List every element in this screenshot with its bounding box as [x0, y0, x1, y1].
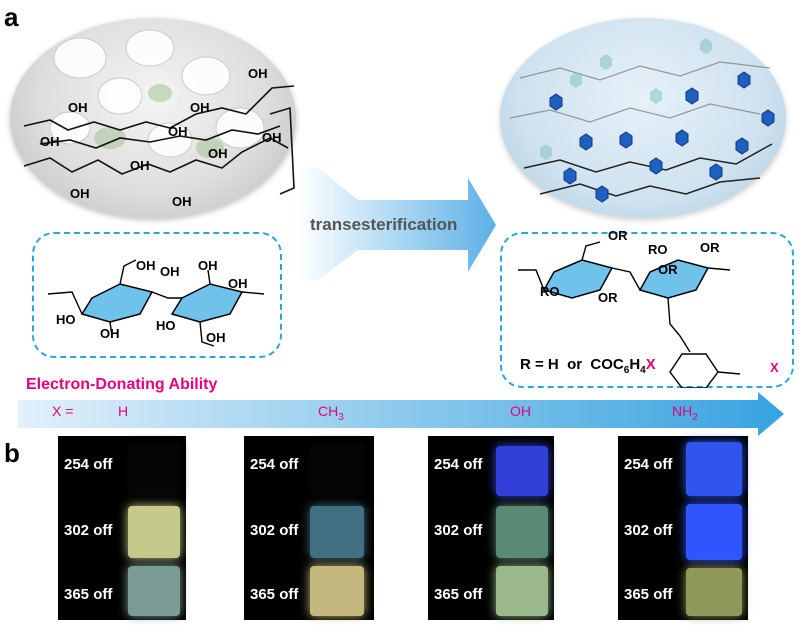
sample-label-365: 365 off [434, 586, 483, 603]
modified-structure-box [500, 232, 794, 388]
x-equals-label: X = [52, 403, 74, 419]
cellobiose-structure-graphic [47, 259, 265, 347]
oh-label: OH [190, 100, 210, 115]
oh-label: OH [168, 124, 188, 139]
group-nh2-text: NH [672, 403, 693, 419]
oh-label: OH [228, 276, 248, 291]
cellulose-chains-graphic [23, 29, 295, 195]
group-nh2-sub: 2 [692, 411, 698, 423]
emission-square-302 [686, 504, 742, 560]
group-oh: OH [510, 403, 531, 419]
or-label: OR [598, 290, 618, 305]
emission-square-254 [128, 444, 180, 496]
eda-gradient-arrow [18, 392, 784, 436]
ho-label: HO [156, 318, 176, 333]
cellulose-oval [10, 18, 296, 218]
oh-label: OH [248, 66, 268, 81]
modified-cellulose-oval [500, 18, 786, 218]
sample-label-254: 254 off [250, 456, 299, 473]
r-definition-sub2: 4 [640, 365, 646, 376]
or-label: OR [658, 262, 678, 277]
sample-label-254: 254 off [434, 456, 483, 473]
sample-label-302: 302 off [624, 522, 673, 539]
group-h: H [118, 403, 128, 419]
sample-label-365: 365 off [624, 586, 673, 603]
emission-square-365 [496, 566, 548, 616]
r-definition-prefix: R = H or COC [520, 356, 624, 373]
oh-label: OH [208, 146, 228, 161]
r-definition-sub1: 6 [623, 365, 630, 376]
group-ch3-sub: 3 [338, 411, 344, 423]
transesterification-label: transesterification [310, 215, 458, 234]
group-ch3-text: CH [318, 403, 339, 419]
or-label: OR [700, 240, 720, 255]
sample-photo-nh2: 254 off 302 off 365 off [618, 436, 748, 620]
oh-label: OH [40, 134, 60, 149]
oh-label: OH [68, 100, 88, 115]
oh-label: OH [130, 158, 150, 173]
r-definition: R = H or COC6H4X [520, 356, 656, 376]
oh-label: OH [100, 326, 120, 341]
or-label: OR [608, 228, 628, 243]
sample-label-365: 365 off [64, 586, 113, 603]
r-definition-mid: H [629, 356, 641, 373]
emission-square-365 [128, 566, 180, 616]
sample-photo-ch3: 254 off 302 off 365 off [244, 436, 374, 620]
group-nh2: NH2 [672, 403, 698, 423]
sample-label-254: 254 off [624, 456, 673, 473]
ro-label: RO [540, 284, 560, 299]
sample-label-302: 302 off [434, 522, 483, 539]
sample-photo-oh: 254 off 302 off 365 off [428, 436, 554, 620]
oh-label: OH [262, 130, 282, 145]
r-definition-x: X [645, 356, 656, 373]
emission-square-254 [496, 446, 548, 496]
x-substituent: X [770, 360, 779, 375]
ro-label: RO [648, 242, 668, 257]
emission-square-254 [310, 444, 364, 496]
emission-square-302 [128, 506, 180, 558]
sample-label-302: 302 off [250, 522, 299, 539]
transesterification-arrow [298, 168, 496, 280]
oh-label: OH [160, 264, 180, 279]
oh-label: OH [70, 186, 90, 201]
oh-label: OH [198, 258, 218, 273]
emission-square-302 [496, 506, 548, 558]
modified-structure-graphic [518, 241, 741, 388]
oh-label: OH [136, 258, 156, 273]
modified-chains-graphic [509, 38, 775, 203]
emission-square-365 [686, 568, 742, 616]
emission-square-302 [310, 506, 364, 558]
panel-b-label: b [4, 438, 20, 468]
oh-label: OH [206, 330, 226, 345]
group-oh-text: OH [510, 403, 531, 419]
hexagon-group [549, 71, 775, 203]
sample-label-365: 365 off [250, 586, 299, 603]
emission-square-365 [310, 566, 364, 616]
sample-label-254: 254 off [64, 456, 113, 473]
panel-a-label: a [4, 2, 19, 32]
sample-photo-h: 254 off 302 off 365 off [58, 436, 186, 620]
ho-label: HO [56, 312, 76, 327]
emission-square-254 [686, 442, 742, 496]
eda-title: Electron-Donating Ability [26, 376, 218, 393]
sample-label-302: 302 off [64, 522, 113, 539]
group-ch3: CH3 [318, 403, 344, 423]
group-h-text: H [118, 403, 129, 419]
oh-label: OH [172, 194, 192, 209]
